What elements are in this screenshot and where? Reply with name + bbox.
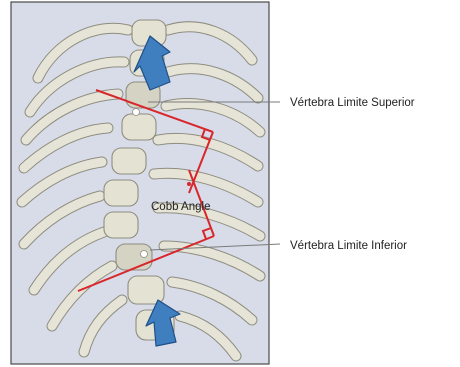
cobb-angle-label: Cobb Angle [151, 201, 210, 213]
lower-vertebra-label: Vértebra Limite Inferior [290, 240, 407, 252]
upper-vertebra-label: Vértebra Limite Superior [290, 97, 415, 109]
